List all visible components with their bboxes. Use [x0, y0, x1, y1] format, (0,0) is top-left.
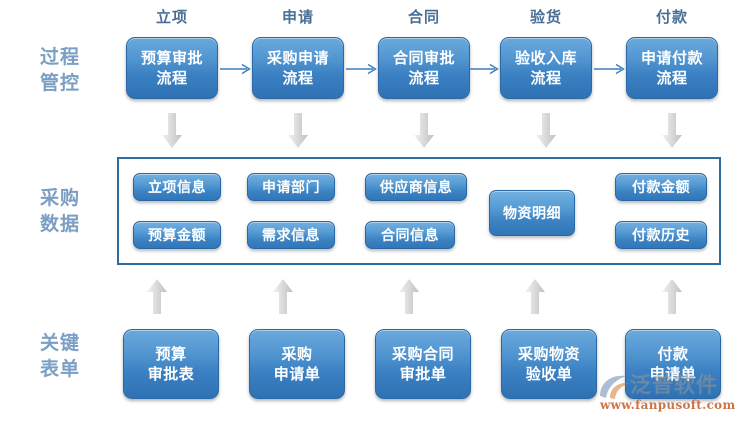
row-label-procurement-data: 采购 数据: [10, 185, 110, 237]
data-chip-demand-info[interactable]: 需求信息: [247, 221, 335, 249]
row-label-line1: 关键: [39, 332, 80, 354]
up-arrow-icon-3: [398, 278, 420, 314]
data-chip-payment-history[interactable]: 付款历史: [615, 221, 707, 249]
procurement-data-panel: 立项信息 申请部门 供应商信息 付款金额 预算金额 需求信息 合同信息 付款历史…: [117, 157, 721, 265]
form-box-line1: 预算: [155, 344, 187, 363]
form-box-purchase-request-sheet[interactable]: 采购 申请单: [249, 329, 345, 399]
form-box-line1: 采购物资: [517, 344, 580, 363]
data-chip-project-info[interactable]: 立项信息: [133, 173, 221, 201]
watermark-url: www.fanpusoft.com: [600, 398, 736, 412]
connector-arrow-right-1: [220, 61, 254, 75]
form-box-line1: 采购合同: [391, 344, 454, 363]
stage-caption-3: 合同: [407, 8, 440, 26]
up-arrow-icon-5: [661, 278, 683, 314]
row-label-line2: 数据: [39, 213, 80, 235]
row-label-line1: 过程: [39, 46, 80, 68]
form-box-line2: 申请单: [273, 365, 321, 383]
process-box-line2: 流程: [530, 69, 562, 87]
down-arrow-icon-1: [161, 113, 183, 149]
process-box-line2: 流程: [282, 69, 314, 87]
down-arrow-icon-4: [535, 113, 557, 149]
row-label-line2: 表单: [39, 358, 80, 380]
connector-arrow-right-3: [468, 61, 502, 75]
row-label-line2: 管控: [39, 72, 80, 94]
form-box-payment-request-sheet[interactable]: 付款 申请单: [625, 329, 721, 399]
connector-arrow-right-4: [594, 61, 628, 75]
process-box-line1: 申请付款: [640, 48, 703, 67]
data-chip-budget-amount[interactable]: 预算金额: [133, 221, 221, 249]
process-box-payment-request[interactable]: 申请付款 流程: [626, 37, 718, 99]
data-chip-supplier-info[interactable]: 供应商信息: [365, 173, 467, 201]
stage-caption-4: 验货: [529, 8, 562, 26]
form-box-line1: 采购: [281, 344, 313, 363]
process-box-budget-approval[interactable]: 预算审批 流程: [126, 37, 218, 99]
row-label-line1: 采购: [39, 187, 80, 209]
row-label-process-control: 过程 管控: [10, 44, 110, 96]
process-box-line2: 流程: [656, 69, 688, 87]
form-box-line2: 验收单: [525, 365, 573, 383]
process-box-line1: 验收入库: [514, 48, 577, 67]
process-box-line1: 采购申请: [266, 48, 329, 67]
form-box-line2: 审批单: [399, 365, 447, 383]
form-box-purchase-contract-approval-sheet[interactable]: 采购合同 审批单: [375, 329, 471, 399]
stage-caption-1: 立项: [155, 8, 188, 26]
down-arrow-icon-2: [287, 113, 309, 149]
stage-caption-5: 付款: [655, 8, 688, 26]
form-box-material-receipt-sheet[interactable]: 采购物资 验收单: [501, 329, 597, 399]
process-box-line1: 预算审批: [140, 48, 203, 67]
connector-arrow-right-2: [346, 61, 380, 75]
data-chip-payment-amount[interactable]: 付款金额: [615, 173, 707, 201]
form-box-budget-approval-sheet[interactable]: 预算 审批表: [123, 329, 219, 399]
form-box-line2: 申请单: [649, 365, 697, 383]
up-arrow-icon-1: [146, 278, 168, 314]
stage-caption-2: 申请: [281, 8, 314, 26]
process-box-line1: 合同审批: [392, 48, 455, 67]
data-chip-contract-info[interactable]: 合同信息: [365, 221, 455, 249]
data-chip-request-department[interactable]: 申请部门: [247, 173, 335, 201]
process-box-line2: 流程: [408, 69, 440, 87]
down-arrow-icon-5: [661, 113, 683, 149]
form-box-line2: 审批表: [147, 365, 195, 383]
process-box-receipt-storage[interactable]: 验收入库 流程: [500, 37, 592, 99]
process-box-purchase-request[interactable]: 采购申请 流程: [252, 37, 344, 99]
data-chip-material-detail[interactable]: 物资明细: [489, 190, 575, 236]
row-label-key-forms: 关键 表单: [10, 330, 110, 382]
process-box-contract-approval[interactable]: 合同审批 流程: [378, 37, 470, 99]
process-box-line2: 流程: [156, 69, 188, 87]
down-arrow-icon-3: [413, 113, 435, 149]
form-box-line1: 付款: [657, 344, 689, 363]
up-arrow-icon-2: [272, 278, 294, 314]
up-arrow-icon-4: [524, 278, 546, 314]
